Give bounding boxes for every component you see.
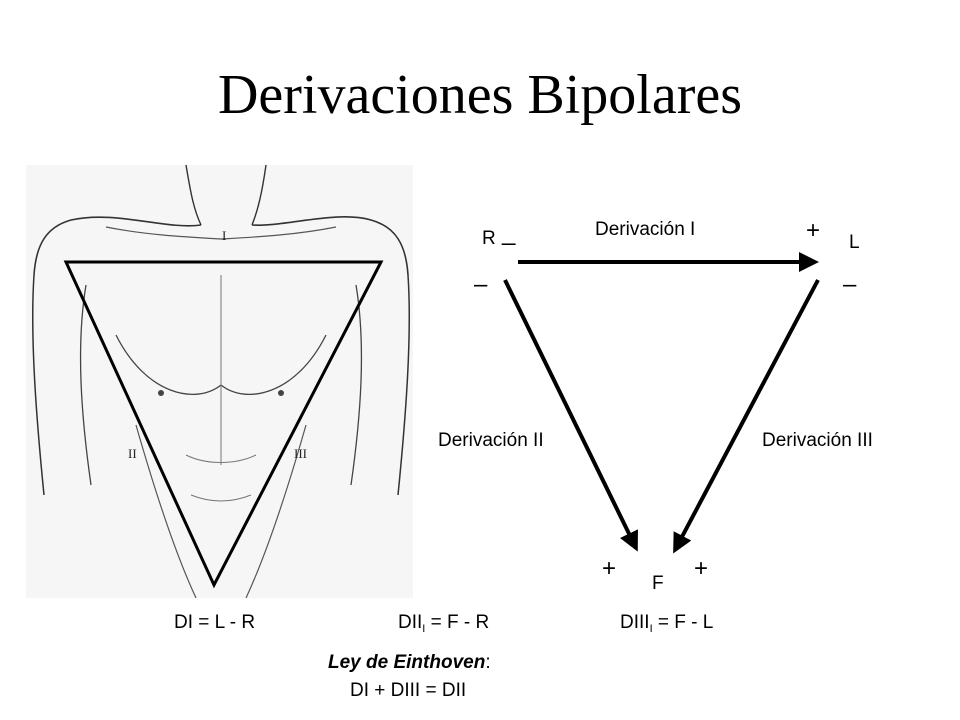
einthoven-law-title-text: Ley de Einthoven <box>328 652 486 673</box>
torso-label-III: III <box>294 446 307 461</box>
clavicle-outline <box>105 226 337 240</box>
einthoven-triangle <box>63 260 384 589</box>
abdominal-lines <box>185 454 257 502</box>
torso-label-I: I <box>222 228 227 243</box>
label-lead-II: Derivación II <box>438 430 544 451</box>
neck-outline <box>185 165 267 226</box>
arm-outline <box>31 274 411 496</box>
equation-DIII-right: = F - L <box>652 612 714 633</box>
arrow-lead-II <box>503 279 638 552</box>
right-nipple <box>278 390 284 396</box>
sign-F-plus-left: + <box>602 555 617 582</box>
einthoven-law-equation: DI + DIII = DII <box>350 680 467 701</box>
equation-DIII-sub: I <box>649 623 653 635</box>
equation-DII-right: = F - R <box>425 612 490 633</box>
sign-F-plus-right: + <box>694 555 709 582</box>
equation-DI-right: = L - R <box>198 612 256 633</box>
equation-DI-left: DI <box>174 612 193 633</box>
einthoven-law-title: Ley de Einthoven: <box>328 652 491 674</box>
sign-R-lower-minus: – <box>474 271 488 298</box>
equation-DII-sub: I <box>422 623 426 635</box>
equation-DIII-left: DIII <box>620 612 650 633</box>
equation-DII: DIII = F - R <box>398 612 489 635</box>
sign-R-minus: _ <box>502 219 516 246</box>
torso-background <box>26 165 413 598</box>
label-lead-I: Derivación I <box>595 219 696 240</box>
equation-DI: DI = L - R <box>174 612 255 634</box>
node-F-label: F <box>652 573 664 594</box>
node-R-label: R <box>482 228 496 249</box>
torso-label-II: II <box>128 446 137 461</box>
shoulder-outline <box>33 216 409 276</box>
abdomen-outline <box>135 424 307 598</box>
sign-L-lower-minus: – <box>843 271 857 298</box>
node-L-label: L <box>849 232 860 253</box>
label-lead-III: Derivación III <box>762 430 873 451</box>
arrow-lead-III <box>673 279 820 554</box>
torso-illustration <box>26 165 413 598</box>
sign-L-plus: + <box>806 217 821 244</box>
slide-title: Derivaciones Bipolares <box>217 64 743 126</box>
equation-DIII: DIIII = F - L <box>620 612 713 635</box>
equation-DII-left: DII <box>398 612 423 633</box>
left-nipple <box>158 390 164 396</box>
einthoven-law-colon: : <box>485 652 491 673</box>
